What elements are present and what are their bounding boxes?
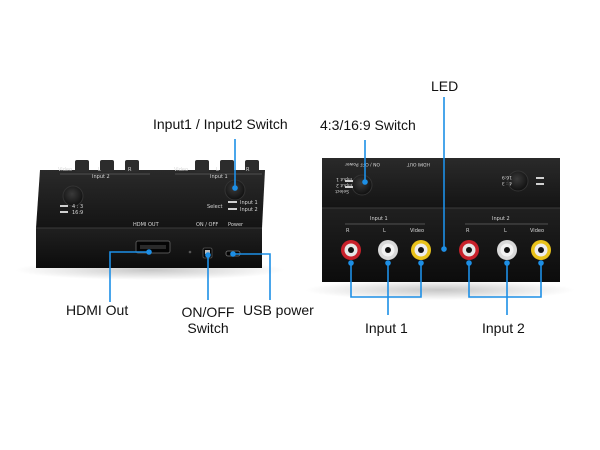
callout-onoff-line1: ON/OFF [181,304,235,320]
right-select-input2: Input 2 [336,182,352,188]
right-group-input1: Input 1 [370,216,388,222]
right-top-onoff: ON / OFF Power [345,161,380,167]
right-aspect-169: 16:9 [502,174,512,180]
rca-input1-l [378,240,398,260]
label-video-1: Video [174,167,188,173]
rca-input2-l [497,240,517,260]
left-hdmi-label: HDMI OUT [133,222,160,228]
right-label-video1: Video [410,228,424,234]
right-label-l1: L [383,228,386,234]
callout-led: LED [431,78,459,94]
right-label-r1: R [346,228,350,234]
left-onoff-label: ON / OFF [196,222,218,228]
right-label-r2: R [466,228,470,234]
rca-input1-r [341,240,361,260]
right-device: HDMI OUT ON / OFF Power Input 1 Input 2 … [305,158,575,300]
callout-hdmi-out: HDMI Out [66,302,129,318]
callout-input-switch: Input1 / Input2 Switch [153,116,288,132]
callout-onoff: ON/OFF Switch [176,304,240,336]
callout-aspect-switch: 4:3/16:9 Switch [320,117,416,133]
label-r-1: R [246,167,250,173]
label-l-2: L [98,167,101,173]
right-label-l2: L [504,228,507,234]
callout-lines [109,97,544,315]
left-opt-input1: Input 1 [240,200,258,206]
label-group-input2: Input 2 [92,174,110,180]
left-aspect-43: 4 : 3 [72,204,83,210]
left-device: Video L R Video L R Input 2 Input 1 4 : … [15,160,285,280]
right-top-hdmi: HDMI OUT [407,161,430,167]
right-aspect-button[interactable] [351,174,373,196]
label-r-2: R [128,167,132,173]
right-select-input1: Input 1 [336,176,352,182]
label-l-1: L [216,167,219,173]
right-label-video2: Video [530,228,544,234]
left-opt-input2: Input 2 [240,207,258,213]
callout-line-hdmi [109,251,148,302]
rca-input1-video [411,240,431,260]
rear-rca-stubs [75,160,259,172]
aspect-button[interactable] [62,185,84,207]
label-group-input1: Input 1 [210,174,228,180]
callout-line-usb [233,253,271,300]
right-select-label: Select [335,188,349,194]
callout-onoff-line2: Switch [187,320,229,336]
callout-usb-power: USB power [243,302,314,318]
left-power-label: Power [228,222,244,228]
rca-input2-r [459,240,479,260]
callout-line-input2 [468,262,542,298]
right-input-button[interactable] [507,170,529,192]
callout-input1: Input 1 [365,320,408,336]
callout-input2: Input 2 [482,320,525,336]
rca-jacks [341,240,551,260]
left-aspect-169: 16:9 [72,210,83,216]
callout-line-input1 [350,262,422,298]
right-aspect-43: 4 : 3 [502,180,512,186]
left-select-label: Select [207,204,222,210]
rca-input2-video [531,240,551,260]
label-video-2: Video [58,167,72,173]
right-group-input2: Input 2 [492,216,510,222]
